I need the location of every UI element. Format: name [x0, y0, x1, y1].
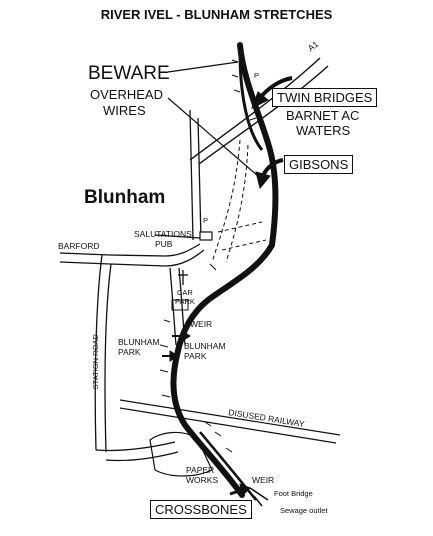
parking-label-pub: P — [203, 216, 209, 225]
lower-weir-label: WEIR — [252, 475, 275, 485]
waters-label: WATERS — [296, 123, 351, 138]
sewage-outlet-label: Sewage outlet — [280, 506, 328, 515]
blunham-park-right-label-1: BLUNHAM — [184, 341, 226, 351]
crossbones-stretch — [199, 431, 257, 501]
car-park-label-1: CAR — [177, 288, 193, 297]
crossbones-label: CROSSBONES — [150, 500, 252, 519]
blunham-village-label: Blunham — [84, 187, 166, 208]
blunham-park-left-label-2: PARK — [118, 347, 141, 357]
barford-label: BARFORD — [58, 241, 100, 251]
arrow-icons — [162, 76, 293, 498]
dashed-tracks — [211, 139, 267, 263]
blunham-park-right-label-2: PARK — [184, 351, 207, 361]
pub-label: PUB — [155, 239, 173, 249]
twin-bridges-label: TWIN BRIDGES — [272, 88, 378, 107]
church-cross-icon — [178, 270, 188, 285]
river-side-channel — [238, 51, 264, 151]
salutations-label: SALUTATIONS — [134, 229, 192, 239]
map-title: RIVER IVEL - BLUNHAM STRETCHES — [100, 7, 333, 22]
paper-works-label-1: PAPER — [186, 465, 215, 475]
station-road-label: STATION ROAD — [90, 334, 100, 390]
upper-weir-label: WEIR — [190, 319, 213, 329]
overhead-wires-label-2: WIRES — [103, 103, 146, 118]
overhead-wires-label-1: OVERHEAD — [90, 87, 163, 102]
blunham-park-left-label-1: BLUNHAM — [118, 337, 160, 347]
barnet-ac-label: BARNET AC — [286, 108, 360, 123]
paper-works-label-2: WORKS — [186, 475, 219, 485]
beware-label: BEWARE — [88, 63, 170, 84]
pointer-lines — [154, 61, 259, 239]
gibsons-label: GIBSONS — [284, 155, 354, 174]
disused-railway-line — [119, 399, 341, 444]
pub-building — [199, 231, 213, 241]
parking-label-a1: P — [254, 71, 260, 80]
river-ivel — [170, 42, 279, 498]
foot-bridge-label: Foot Bridge — [274, 489, 313, 498]
car-park-label-2: PARK — [175, 297, 195, 306]
barford-road — [59, 243, 205, 267]
foot-bridge-mark — [249, 487, 269, 507]
blunham-lane — [189, 109, 202, 241]
paper-works-area — [149, 431, 213, 477]
car-park-area — [171, 299, 189, 311]
